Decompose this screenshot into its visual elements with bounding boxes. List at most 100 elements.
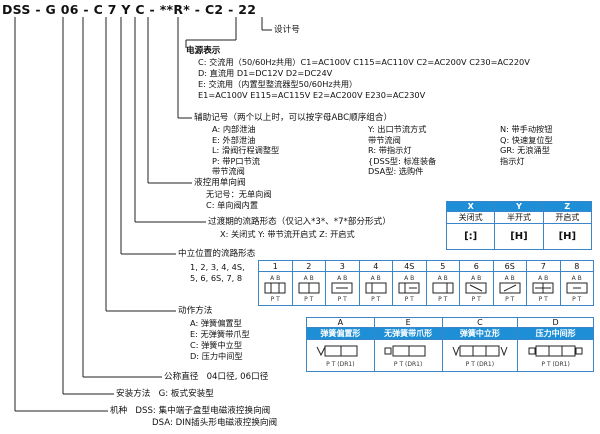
valve-symbol-icon [264,282,286,293]
neutral-line-1: 1, 2, 3, 4, 4S, [190,262,245,272]
code-part-design: 22 [238,2,257,17]
model-line-2: DSA: DIN插头形电磁液控换向阀 [152,418,278,428]
action-name-e: 无弹簧带爪形 [373,327,443,340]
check-valve-title: 液控用单向阀 [194,178,246,188]
action-name-c: 弹簧中立形 [441,327,519,340]
transition-symbol-x: [:] [445,223,496,250]
action-letter-c: C [441,317,519,328]
transition-symbol-y: [H] [494,223,544,250]
valve-symbol-icon [499,282,521,293]
code-part-06: 06 [60,2,79,17]
action-letter-a: A [306,317,375,328]
action-line-4: D: 压力中间型 [190,351,243,361]
neutral-code: 6S [492,260,527,272]
action-symbol-c: P T (DR1) [441,339,519,372]
code-part-y: Y [121,2,131,17]
aux-item: R: 带指示灯 [368,145,412,155]
solenoid-valve-icon [452,345,508,357]
check-valve-line-1: 无记号：无单向阀 [206,189,272,199]
neutral-code: 2 [291,260,326,272]
valve-symbol-icon [432,282,454,293]
aux-item: P: 带P口节流 [212,155,260,166]
model-code: DSS - G 06 - C 7 Y C - **R* - C2 - 22 [2,2,256,17]
code-sep: - [35,2,41,17]
transition-line: X: 关闭式 Y: 带节流开启式 Z: 开启式 [220,229,355,239]
mount-row: 安装方法 G: 板式安装型 [116,389,214,399]
code-part-7: 7 [107,2,117,17]
transition-name-y: 半开式 [494,211,544,224]
valve-symbol-icon [398,282,420,293]
action-table: A E C D 弹簧偏置形 无弹簧带爪形 弹簧中立形 压力中间形 P T (DR… [306,317,594,372]
action-symbol-a: P T (DR1) [306,339,375,372]
aux-item: Q: 快速复位型 [500,134,553,145]
action-line-2: E: 无弹簧带爪型 [190,329,250,339]
power-line-1: C: 交流用（50/60Hz共用）C1=AC100V C115=AC110V C… [198,57,530,67]
power-line-4: E1=AC100V E115=AC115V E2=AC200V E230=AC2… [198,90,426,100]
size-row: 公称直径 04口径, 06口径 [164,372,268,382]
model-title: 机种 [110,406,128,416]
neutral-code: 1 [258,260,293,272]
action-letter-e: E [373,317,443,328]
design-number-label: 设计号 [274,25,300,35]
valve-symbol-icon [298,282,320,293]
code-sep: - [228,2,234,17]
power-title: 电源表示 [186,46,221,56]
action-title: 动作方法 [178,306,213,316]
neutral-code: 4 [358,260,393,272]
check-valve-line-2: C: 单向阀内置 [206,200,259,210]
solenoid-valve-icon [384,345,426,357]
transition-symbol-z: [H] [542,223,593,250]
transition-letter-x: X [445,201,496,212]
code-sep: - [149,2,156,17]
solenoid-valve-icon [528,345,583,357]
action-symbol-d: P T (DR1) [517,339,594,372]
action-letter-d: D [517,317,594,328]
neutral-code: 5 [425,260,460,272]
model-line-1: DSS: 集中端子盒型电磁液控换向阀 [135,406,271,416]
aux-col-1: A: 内部泄油 E: 外部泄油 L: 滑阀行程调整型 P: 带P口节流 带节流阀 [212,124,279,177]
valve-symbol-icon [465,282,487,293]
code-part-aux: **R* [159,2,191,17]
aux-title: 辅助记号（两个以上时，可以按字母ABC顺序组合） [194,113,393,123]
aux-col-3: N: 带手动按钮 Q: 快速复位型 GR: 无浪涌型 指示灯 [500,124,553,166]
action-line-3: C: 弹簧中立型 [190,340,243,350]
transition-table: X Y Z 关闭式 半开式 开启式 [:] [H] [H] [445,201,593,250]
valve-symbol-icon [532,282,554,293]
action-name-d: 压力中间形 [517,327,594,340]
action-symbol-e: P T (DR1) [373,339,443,372]
neutral-code: 8 [559,260,594,272]
power-line-2: D: 直流用 D1=DC12V D2=DC24V [198,68,333,78]
aux-item: Y: 出口节流方式 [368,124,427,134]
neutral-code: 4S [392,260,427,272]
size-title: 公称直径 [164,372,199,382]
transition-name-z: 开启式 [542,211,593,224]
transition-letter-z: Z [542,201,593,212]
valve-symbol-icon [566,282,588,293]
aux-item: 带节流阀 [368,134,401,145]
mount-title: 安装方法 [116,389,151,399]
power-line-3: E: 交流用（内置型整流器型50/60Hz共用） [198,79,358,89]
code-part-power: C2 [204,2,224,17]
code-sep: - [194,2,201,17]
code-part-c2: C [135,2,145,17]
code-part-g: G [45,2,57,17]
neutral-code: 3 [325,260,360,272]
neutral-title: 中立位置的流路形态 [178,249,256,259]
code-part-c: C [93,2,104,17]
size-value: 04口径, 06口径 [206,372,269,382]
aux-col-2: Y: 出口节流方式 带节流阀 R: 带指示灯 {DSS型: 标准装备 DSA型:… [368,124,436,177]
neutral-code: 6 [459,260,494,272]
aux-item: A: 内部泄油 [212,124,256,134]
transition-title: 过渡期的流路形态（仅记入*3*、*7*部分形式） [208,217,391,227]
